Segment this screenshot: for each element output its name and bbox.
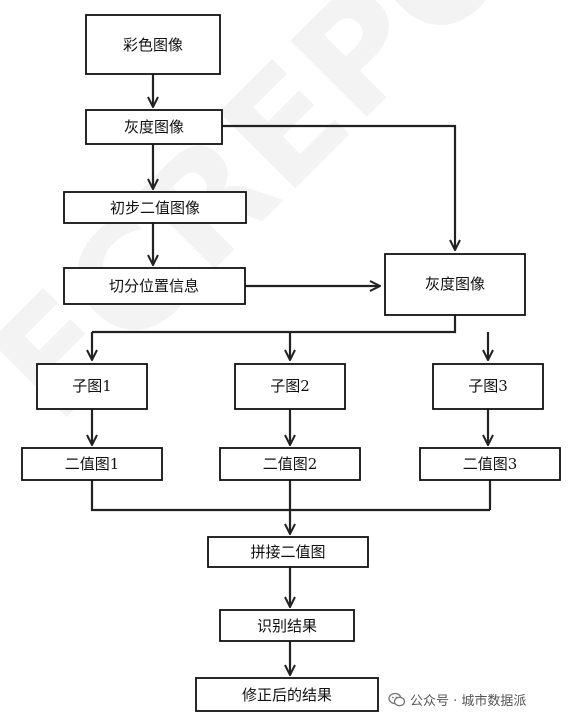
- node-label: 二值图2: [263, 455, 318, 473]
- wechat-icon: [388, 692, 406, 712]
- edges: [92, 74, 490, 675]
- node-label: 灰度图像: [425, 275, 485, 293]
- source-credit: 公众号 · 城市数据派: [388, 690, 526, 712]
- node-color-image: 彩色图像: [85, 14, 221, 75]
- node-label: 二值图1: [65, 455, 120, 473]
- node-split-position: 切分位置信息: [63, 267, 246, 305]
- node-binary-3: 二值图3: [419, 447, 561, 481]
- node-gray-image-left: 灰度图像: [85, 109, 223, 145]
- node-label: 拼接二值图: [250, 543, 325, 561]
- node-label: 切分位置信息: [109, 277, 199, 295]
- node-sub-image-3: 子图3: [432, 363, 544, 410]
- node-sub-image-2: 子图2: [234, 363, 346, 410]
- node-label: 修正后的结果: [242, 686, 332, 704]
- node-label: 子图2: [270, 377, 310, 395]
- node-label: 识别结果: [257, 617, 317, 635]
- node-gray-image-right: 灰度图像: [384, 253, 526, 316]
- edge-gray-to-gray-right: [222, 124, 455, 250]
- node-label: 灰度图像: [124, 118, 184, 136]
- edge-merge-lines: [90, 480, 492, 512]
- node-recognition-result: 识别结果: [219, 609, 355, 642]
- node-label: 子图3: [468, 377, 508, 395]
- node-sub-image-1: 子图1: [36, 363, 148, 410]
- node-initial-binary: 初步二值图像: [63, 191, 247, 224]
- node-binary-2: 二值图2: [219, 447, 361, 481]
- edge-gray-right-to-branch: [92, 315, 457, 334]
- node-corrected-result: 修正后的结果: [195, 677, 379, 712]
- node-label: 初步二值图像: [110, 199, 200, 217]
- node-label: 子图1: [72, 377, 112, 395]
- node-binary-1: 二值图1: [21, 447, 163, 481]
- node-stitch-binary: 拼接二值图: [207, 536, 369, 568]
- node-label: 二值图3: [463, 455, 518, 473]
- credit-text: 公众号 · 城市数据派: [410, 694, 527, 709]
- node-label: 彩色图像: [123, 36, 183, 54]
